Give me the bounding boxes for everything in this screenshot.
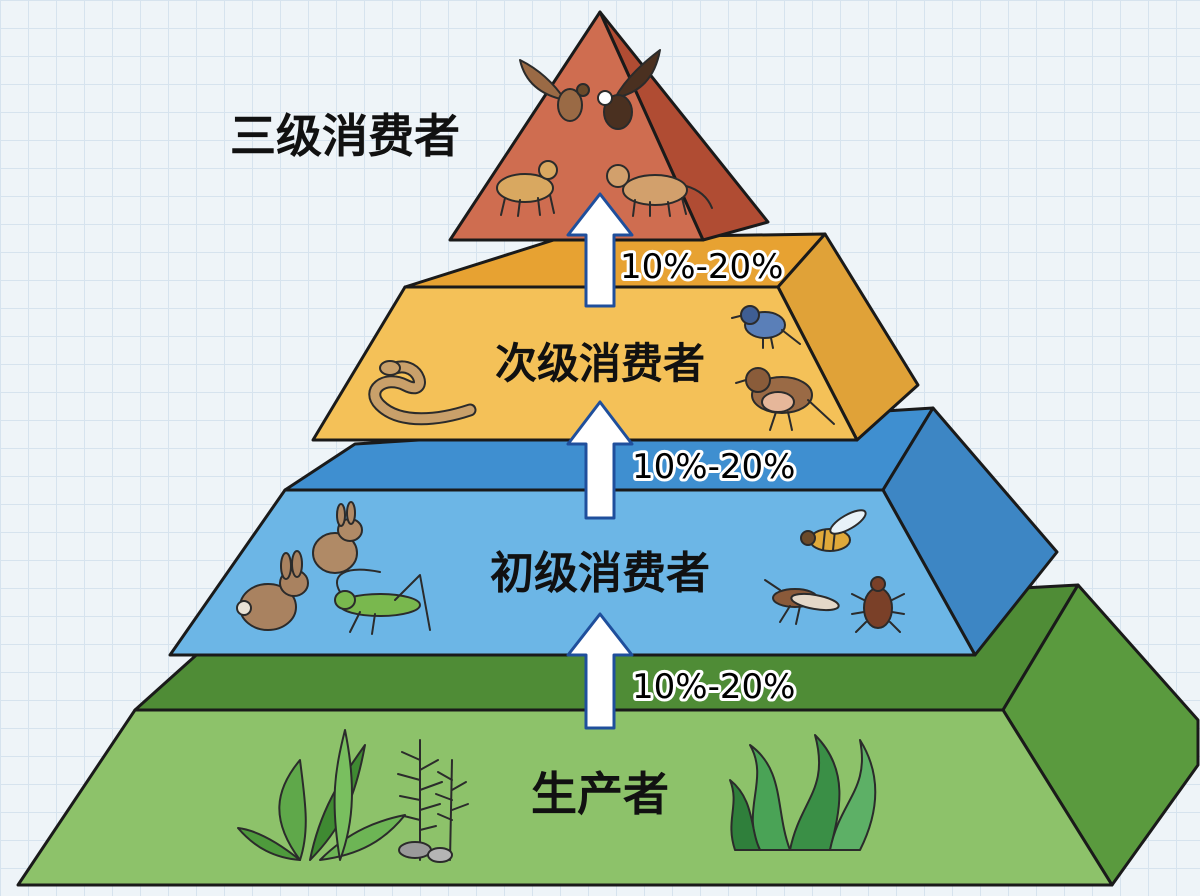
transfer-rate-label: 10%-20% <box>620 247 783 287</box>
transfer-rate-label: 10%-20% <box>632 447 795 487</box>
snake-icon <box>368 360 477 426</box>
lion-icon <box>606 164 713 217</box>
transfer-arrow-secondary-tertiary: 10%-20% <box>566 192 786 308</box>
rabbit-icon <box>236 550 309 631</box>
bluebird-icon <box>731 305 801 349</box>
beetle-icon <box>851 576 905 633</box>
transfer-rate-label: 10%-20% <box>632 667 795 707</box>
transfer-arrow-primary-secondary: 10%-20% <box>566 400 798 520</box>
arrow-up-icon <box>566 192 634 308</box>
rabbit-icon <box>312 501 363 574</box>
arrow-up-icon <box>566 400 634 520</box>
eagle-icon <box>597 49 661 130</box>
arrow-up-icon <box>566 612 634 730</box>
seaweed-icon <box>729 734 877 851</box>
tier-producer: 生产者 <box>16 583 1200 887</box>
thrush-icon <box>735 367 835 431</box>
hawk-icon <box>519 59 590 122</box>
tier-secondary-label: 次级消费者 <box>495 339 705 388</box>
plant-icon <box>397 739 469 863</box>
tier-primary-label: 初级消费者 <box>490 548 710 599</box>
tier-secondary-front <box>311 285 859 442</box>
grasshopper-icon <box>334 568 431 635</box>
plant-icon <box>237 729 406 861</box>
tier-tertiary-label: 三级消费者 <box>230 109 460 163</box>
bee-icon <box>800 509 867 552</box>
tier-secondary-consumer: 次级消费者 <box>311 232 920 442</box>
transfer-arrow-producer-primary: 10%-20% <box>566 612 798 730</box>
tier-tertiary-consumer <box>448 10 770 242</box>
cheetah-icon <box>496 160 558 217</box>
tier-producer-label: 生产者 <box>531 767 669 821</box>
fly-icon <box>764 579 840 625</box>
